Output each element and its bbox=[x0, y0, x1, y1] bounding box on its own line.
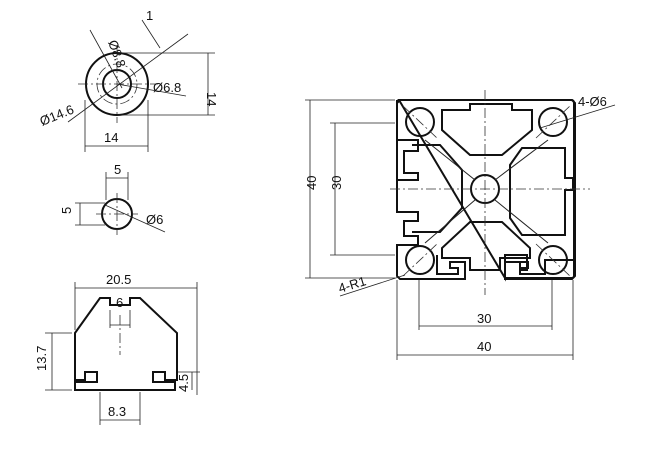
hole-tr bbox=[538, 107, 568, 137]
label-width: 14 bbox=[104, 130, 118, 145]
slot-view: 20.5 6 13.7 4.5 8.3 bbox=[34, 272, 200, 425]
label-outer-height: 40 bbox=[304, 176, 319, 190]
slot-outline bbox=[74, 297, 178, 391]
label-hole-height: 5 bbox=[59, 207, 74, 214]
right-cavity bbox=[509, 147, 574, 236]
label-gap: 1 bbox=[146, 8, 153, 23]
profile-outline bbox=[396, 99, 576, 280]
top-cavity bbox=[441, 103, 533, 156]
end-tap-view: Ø8.8 1 Ø6.8 Ø14.6 14 14 bbox=[38, 8, 219, 152]
label-inner-height: 30 bbox=[329, 176, 344, 190]
diameter-leader bbox=[67, 33, 189, 123]
label-outer-width: 40 bbox=[477, 339, 491, 354]
label-inner-width: 30 bbox=[477, 311, 491, 326]
label-holes: 4-Ø6 bbox=[578, 94, 607, 109]
hole-bl bbox=[405, 245, 435, 275]
profile-view: 40 30 30 40 4-Ø6 4-R1 bbox=[304, 90, 616, 360]
label-slot-height: 13.7 bbox=[34, 346, 49, 371]
label-slot-width: 20.5 bbox=[106, 272, 131, 287]
bottom-cavity bbox=[441, 221, 531, 271]
label-diameter-outer: Ø14.6 bbox=[38, 102, 76, 129]
hole-tl bbox=[405, 107, 435, 137]
hole-br bbox=[538, 245, 568, 275]
hole-view: 5 5 Ø6 bbox=[59, 162, 166, 235]
label-slot-base: 8.3 bbox=[108, 404, 126, 419]
label-diameter-inner: Ø6.8 bbox=[153, 80, 181, 95]
left-web bbox=[412, 144, 463, 233]
label-hole-diameter: Ø6 bbox=[146, 212, 163, 227]
label-hole-width: 5 bbox=[114, 162, 121, 177]
label-slot-opening: 6 bbox=[116, 295, 123, 310]
label-height: 14 bbox=[204, 92, 219, 106]
label-slot-lip: 4.5 bbox=[176, 374, 191, 392]
